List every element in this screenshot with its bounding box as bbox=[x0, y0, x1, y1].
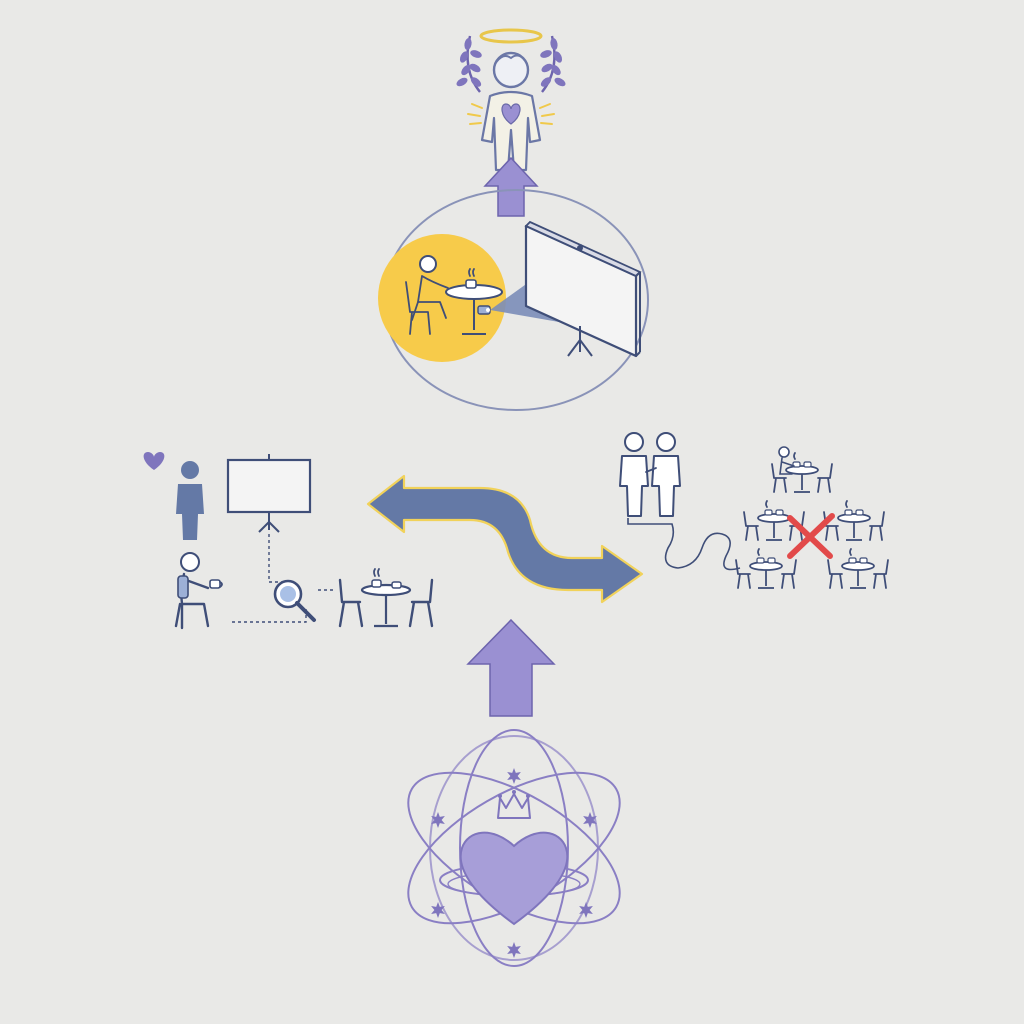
standing-person-icon bbox=[176, 461, 204, 540]
star-icon bbox=[431, 812, 445, 828]
seated-person-with-cup-icon bbox=[174, 552, 223, 630]
small-heart-icon bbox=[143, 452, 165, 470]
top-up-arrow-icon bbox=[483, 156, 539, 217]
small-seated-person-icon bbox=[778, 446, 795, 475]
cafe-tables-group bbox=[735, 446, 889, 589]
halo-icon bbox=[479, 28, 543, 44]
magnifier-icon bbox=[273, 579, 316, 622]
star-icon bbox=[507, 942, 521, 958]
big-heart-icon bbox=[459, 831, 569, 926]
center-up-arrow-icon bbox=[466, 618, 556, 717]
laurel-left-icon bbox=[456, 35, 482, 93]
star-icon bbox=[507, 768, 521, 784]
laurel-right-icon bbox=[540, 35, 566, 93]
squiggly-connector bbox=[627, 518, 741, 571]
red-cross-icon bbox=[787, 513, 835, 559]
small-cafe-table-icon bbox=[743, 500, 805, 541]
small-cafe-table-icon bbox=[735, 548, 797, 589]
small-cafe-table-icon bbox=[771, 452, 833, 493]
seated-person-icon bbox=[405, 255, 449, 335]
dashed-connector bbox=[268, 534, 282, 583]
small-cafe-table-icon bbox=[823, 500, 885, 541]
person-head-icon bbox=[492, 51, 530, 89]
crowded-cafe-scene bbox=[619, 432, 889, 589]
exalted-person-figure bbox=[456, 28, 566, 172]
dashed-connector bbox=[232, 606, 307, 623]
star-icon bbox=[431, 902, 445, 918]
star-icon bbox=[583, 812, 597, 828]
observation-scene bbox=[143, 452, 434, 630]
double-curved-arrow-icon bbox=[366, 474, 644, 604]
stars-group bbox=[431, 768, 597, 958]
pair-of-people-icon bbox=[619, 432, 681, 517]
star-icon bbox=[579, 902, 593, 918]
projection-screen-icon bbox=[524, 220, 642, 358]
chest-heart-icon bbox=[501, 103, 521, 125]
cafe-table-icon bbox=[445, 268, 503, 335]
presentation-board-icon bbox=[226, 454, 312, 533]
small-cafe-table-icon bbox=[827, 548, 889, 589]
crown-icon bbox=[497, 793, 531, 819]
heart-orbit-figure bbox=[407, 729, 621, 967]
glow-rays-icon bbox=[467, 103, 555, 125]
cafe-projection-scene bbox=[378, 189, 649, 411]
cafe-table-with-chairs-icon bbox=[338, 568, 434, 628]
person-body-icon bbox=[480, 90, 542, 172]
